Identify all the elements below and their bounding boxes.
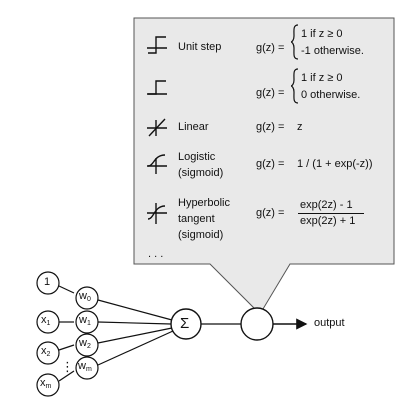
weight-label-w1: w1 — [79, 314, 91, 327]
formula-tanh-denominator: exp(2z) + 1 — [300, 215, 356, 227]
input-label-bias: 1 — [44, 276, 51, 288]
case-heaviside-2: 0 otherwise. — [301, 89, 361, 101]
activation-name-tanh-2: tangent — [178, 213, 215, 225]
case-heaviside-1: 1 if z ≥ 0 — [301, 72, 343, 84]
brace-heaviside — [290, 68, 299, 104]
weight-node — [75, 286, 99, 310]
formula-head-unit-step: g(z) = — [256, 42, 285, 54]
formula-logistic: 1 / (1 + exp(-z)) — [297, 158, 373, 170]
activation-name-tanh-1: Hyperbolic — [178, 197, 230, 209]
activation-node — [240, 307, 274, 341]
input-label-x1: x1 — [41, 314, 51, 327]
formula-head-tanh: g(z) = — [256, 207, 285, 219]
input-label-x2: x2 — [41, 345, 51, 358]
callout-box — [133, 17, 395, 315]
weight-label-w0: w0 — [79, 290, 91, 303]
activation-name-linear: Linear — [178, 121, 209, 133]
activation-name-tanh-3: (sigmoid) — [178, 229, 224, 241]
input-weight-edges — [58, 285, 75, 382]
step-unit-icon — [147, 36, 167, 54]
formula-head-logistic: g(z) = — [256, 158, 285, 170]
tanh-icon — [147, 203, 167, 224]
activation-name-logistic-2: (sigmoid) — [178, 167, 224, 179]
weight-sum-edges — [97, 299, 174, 366]
step-heaviside-icon — [147, 80, 167, 95]
formula-tanh-numerator: exp(2z) - 1 — [300, 199, 353, 211]
input-label-xm: xm — [40, 377, 52, 390]
input-node — [36, 373, 60, 397]
formula-head-heaviside: g(z) = — [256, 87, 285, 99]
ellipsis: . . . — [148, 248, 164, 260]
weight-nodes — [75, 286, 99, 380]
brace-unit-step — [290, 24, 299, 60]
formula-head-linear: g(z) = — [256, 121, 285, 133]
input-nodes — [36, 271, 60, 397]
input-node — [36, 341, 60, 365]
weight-label-wm: wm — [78, 360, 92, 373]
activation-name-logistic-1: Logistic — [178, 151, 216, 163]
weight-label-w2: w2 — [79, 337, 91, 350]
sigmoid-icon — [147, 154, 167, 174]
case-unit-step-1: 1 if z ≥ 0 — [301, 28, 343, 40]
fraction-bar — [298, 213, 364, 214]
activation-name-unit-step: Unit step — [178, 41, 222, 53]
case-unit-step-2: -1 otherwise. — [301, 45, 364, 57]
formula-linear: z — [297, 121, 303, 133]
weight-node — [75, 356, 99, 380]
sum-symbol: Σ — [180, 315, 190, 332]
output-label: output — [314, 317, 345, 329]
weight-node — [75, 333, 99, 357]
input-node — [36, 271, 60, 295]
vertical-dots: ⋮ — [61, 359, 74, 374]
linear-icon — [147, 118, 167, 137]
